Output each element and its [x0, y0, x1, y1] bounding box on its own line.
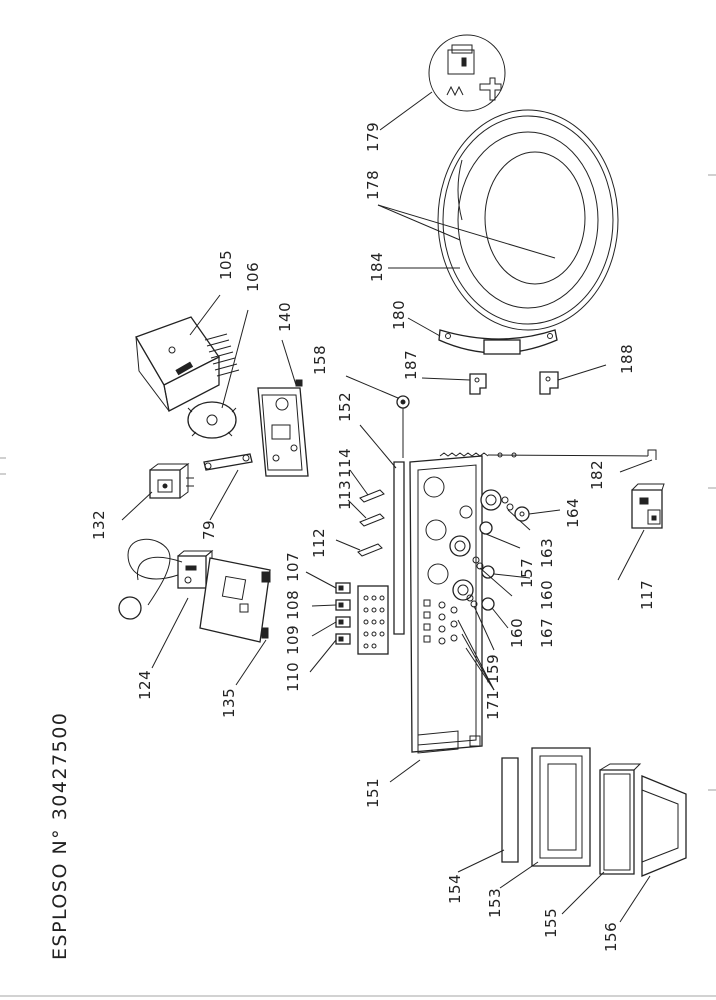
label-part-114: 114: [336, 448, 354, 478]
part-135-plate: [199, 557, 271, 686]
part-154-strip: [457, 757, 519, 873]
part-155-drawer: [561, 763, 642, 915]
label-part-155: 155: [542, 908, 560, 938]
part-124-thermostat: [118, 538, 214, 669]
label-part-171: 171: [484, 690, 502, 720]
part-178-door-ring: [377, 109, 619, 331]
label-part-178: 178: [364, 170, 382, 200]
label-part-135: 135: [220, 688, 238, 718]
label-part-105: 105: [217, 250, 235, 280]
label-part-187: 187: [402, 350, 420, 380]
label-part-163: 163: [538, 538, 556, 568]
label-part-153: 153: [486, 888, 504, 918]
label-part-188: 188: [618, 344, 636, 374]
part-112-wire: [335, 539, 383, 557]
label-part-164: 164: [564, 498, 582, 528]
part-113-wire: [347, 499, 385, 527]
label-part-110: 110: [284, 662, 302, 692]
part-140-control-board: [257, 339, 309, 477]
part-164-knob: [514, 506, 561, 522]
label-part-112: 112: [310, 528, 328, 558]
label-part-179: 179: [364, 122, 382, 152]
part-157-knob: [479, 521, 521, 549]
label-part-180: 180: [390, 300, 408, 330]
part-labels: 105 106 140 158 152 114 113 112 107 108 …: [90, 122, 656, 952]
part-153-frame: [499, 747, 591, 889]
label-part-184: 184: [368, 252, 386, 282]
part-171-lamps: [457, 619, 495, 691]
keypad-panel: [357, 585, 389, 655]
part-152-trim-strip: [359, 424, 405, 635]
part-160-knob-a: [481, 565, 531, 579]
label-part-159: 159: [484, 654, 502, 684]
part-151-control-panel: [389, 455, 502, 783]
part-132-connector: [121, 463, 194, 521]
label-part-108: 108: [284, 590, 302, 620]
drawing-title: ESPLOSO N° 30427500: [49, 712, 71, 960]
label-part-157: 157: [518, 558, 536, 588]
part-160-knob-b: [481, 597, 509, 629]
label-part-154: 154: [446, 874, 464, 904]
part-107-switch: [305, 571, 351, 594]
label-part-107: 107: [284, 552, 302, 582]
part-188-bracket: [539, 364, 607, 395]
label-part-113: 113: [336, 480, 354, 510]
label-part-160-b: 160: [508, 618, 526, 648]
part-159-buttons: [466, 594, 495, 651]
part-110-switch: [309, 633, 351, 673]
part-182-spring-rod: [439, 449, 657, 473]
label-part-167: 167: [538, 618, 556, 648]
part-108-switch: [311, 599, 351, 611]
label-part-124: 124: [136, 670, 154, 700]
part-114-wire: [349, 469, 385, 503]
label-part-151: 151: [364, 778, 382, 808]
part-158-cam: [345, 375, 410, 458]
part-156-dispenser: [619, 775, 687, 923]
part-187-bracket: [421, 373, 487, 395]
part-180-hinge: [407, 317, 558, 355]
label-part-156: 156: [602, 922, 620, 952]
label-part-132: 132: [90, 510, 108, 540]
part-179-detail-circle: [379, 34, 506, 131]
label-part-117: 117: [638, 580, 656, 610]
label-part-160-a: 160: [538, 580, 556, 610]
label-part-140: 140: [276, 302, 294, 332]
part-167-knob: [472, 556, 513, 597]
part-79-lever: [203, 453, 253, 521]
part-117-door-lock: [617, 483, 665, 581]
part-106-gear-disc: [187, 309, 249, 439]
label-part-182: 182: [588, 460, 606, 490]
part-109-switch: [311, 616, 351, 637]
label-part-152: 152: [336, 392, 354, 422]
label-part-79: 79: [200, 520, 218, 540]
part-105-motor: [135, 294, 240, 412]
page-edge-marks: [0, 174, 716, 997]
label-part-158: 158: [311, 345, 329, 375]
label-part-106: 106: [244, 262, 262, 292]
label-part-109: 109: [284, 625, 302, 655]
